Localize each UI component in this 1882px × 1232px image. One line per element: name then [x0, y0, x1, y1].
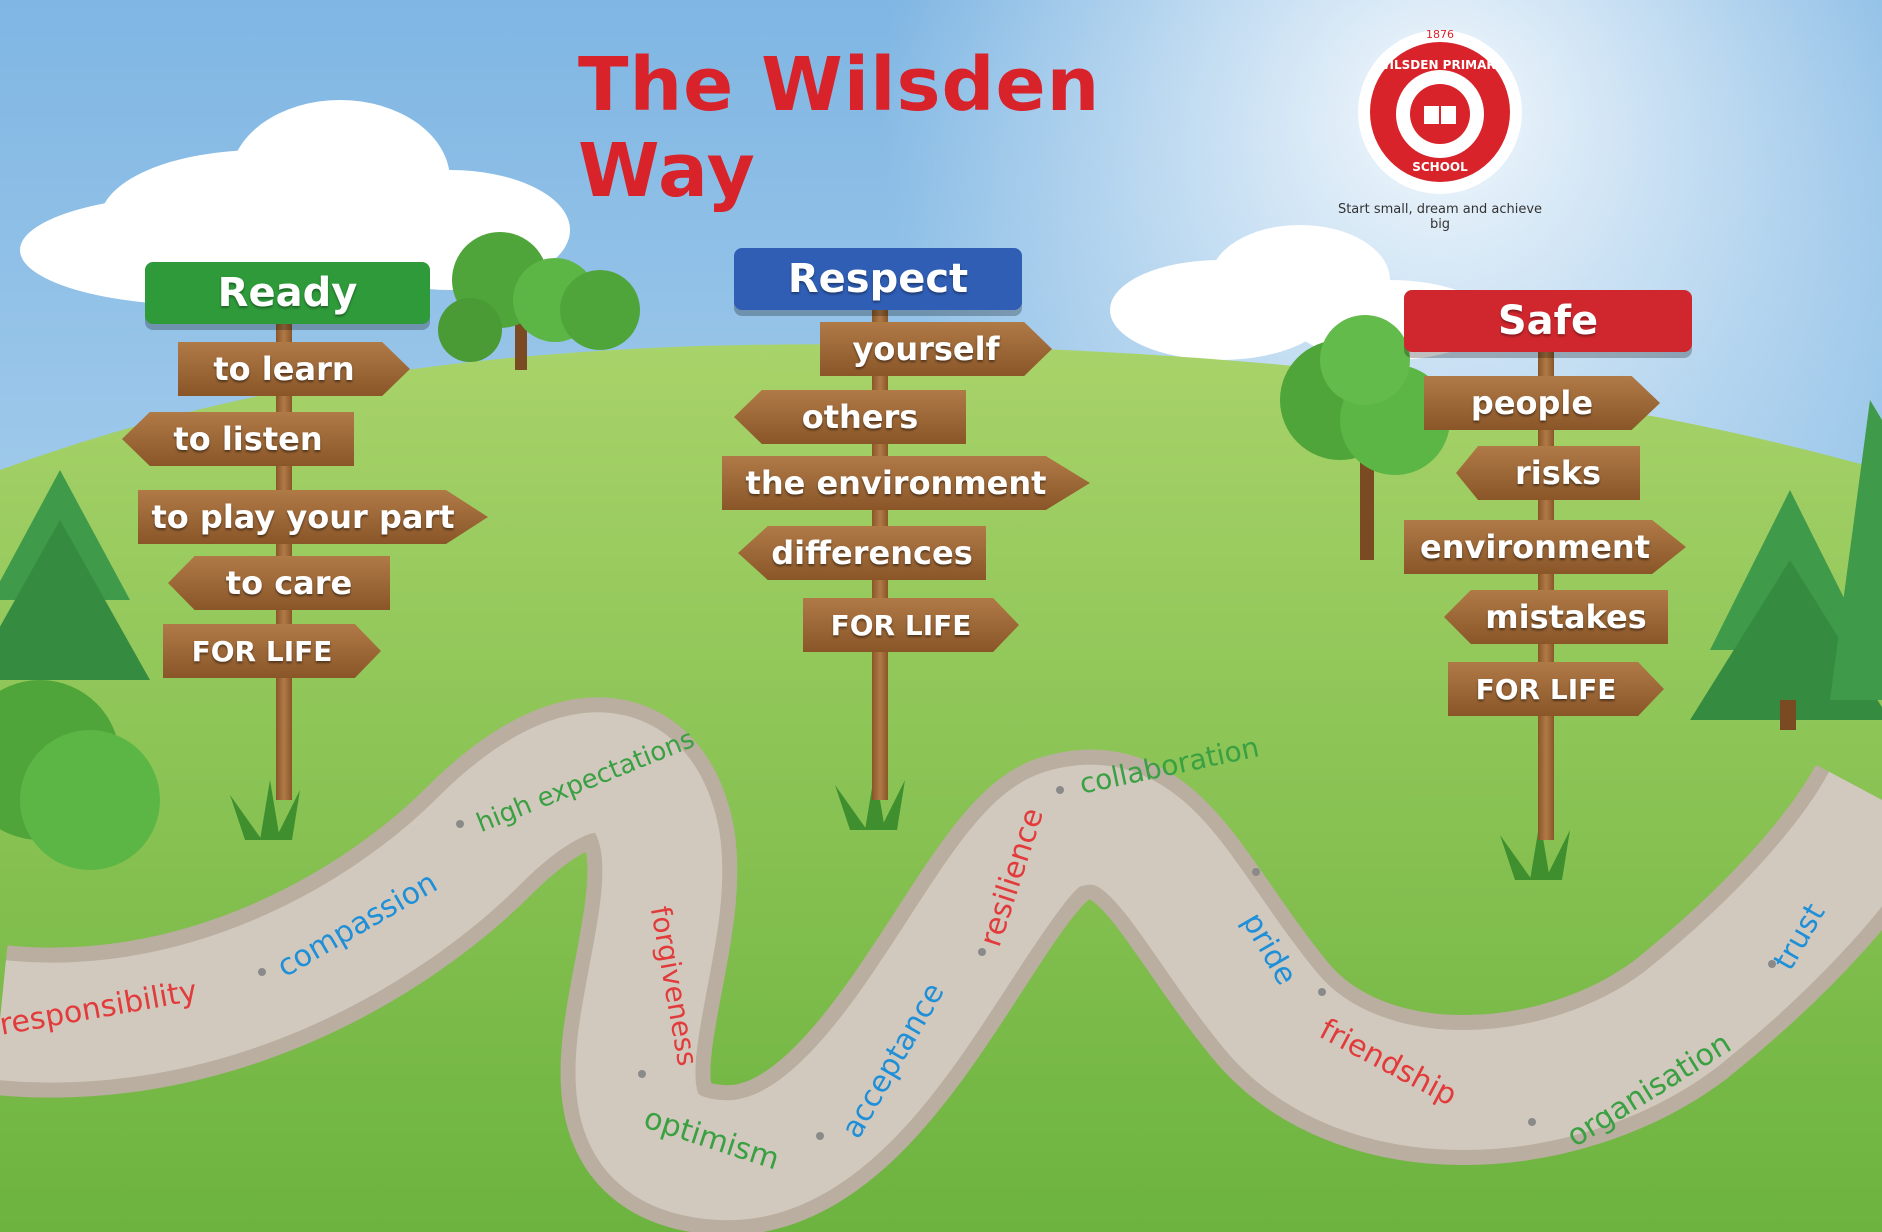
page-title: The Wilsden Way: [578, 42, 1101, 214]
sign-heading-safe: Safe: [1404, 290, 1692, 352]
path-separator: [456, 820, 464, 828]
arrow-to-play-your-part: to play your part: [138, 490, 488, 544]
badge-emblem: [1358, 30, 1522, 194]
badge-year: 1876: [1426, 28, 1454, 41]
badge-motto: Start small, dream and achieve big: [1337, 202, 1543, 232]
path-separator: [1056, 786, 1064, 794]
path-separator: [1528, 1118, 1536, 1126]
tree-far-right: [1690, 400, 1882, 730]
arrow-people: people: [1424, 376, 1660, 430]
arrow-the-environment: the environment: [722, 456, 1090, 510]
path-separator: [978, 948, 986, 956]
path-separator: [816, 1132, 824, 1140]
tree-back-left: [438, 232, 640, 370]
arrow-environment: environment: [1404, 520, 1686, 574]
path-separator: [1768, 960, 1776, 968]
path-separator: [1318, 988, 1326, 996]
arrow-risks: risks: [1456, 446, 1640, 500]
sign-heading-respect: Respect: [734, 248, 1022, 310]
tree-far-left: [0, 470, 160, 870]
path-separator: [638, 1070, 646, 1078]
path-separator: [1252, 868, 1260, 876]
arrow-mistakes: mistakes: [1444, 590, 1668, 644]
arrow-to-care: to care: [168, 556, 390, 610]
arrow-differences: differences: [738, 526, 986, 580]
arrow-to-listen: to listen: [122, 412, 354, 466]
path-separator: [258, 968, 266, 976]
arrow-to-learn: to learn: [178, 342, 410, 396]
sign-heading-ready: Ready: [145, 262, 430, 324]
badge-name-top: WILSDEN PRIMARY: [1376, 58, 1504, 72]
grass-tufts: [230, 770, 1570, 880]
school-badge: 1876 WILSDEN PRIMARY SCHOOL Start small,…: [1338, 22, 1542, 232]
arrow-for-life: FOR LIFE: [803, 598, 1019, 652]
badge-name-bottom: SCHOOL: [1412, 160, 1468, 174]
tree-right: [1280, 315, 1450, 560]
arrow-yourself: yourself: [820, 322, 1052, 376]
arrow-others: others: [734, 390, 966, 444]
arrow-for-life: FOR LIFE: [163, 624, 381, 678]
arrow-for-life: FOR LIFE: [1448, 662, 1664, 716]
